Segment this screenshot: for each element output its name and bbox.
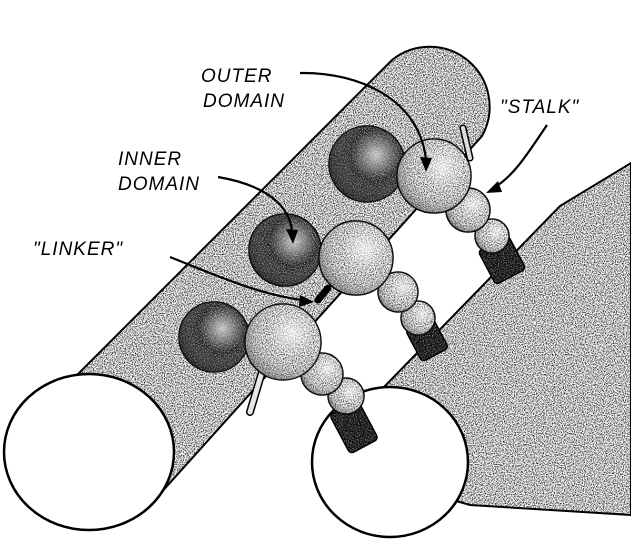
- left-microtubule-end: [4, 374, 174, 530]
- outer-domain-label-line1: OUTER: [201, 66, 273, 87]
- inner-domain-label-line2: DOMAIN: [118, 174, 200, 195]
- outer-domain-label-line2: DOMAIN: [203, 91, 285, 112]
- inner-domain-label-line1: INNER: [118, 149, 182, 170]
- stalk-label: "STALK": [500, 97, 580, 118]
- linker-label: "LINKER": [33, 239, 123, 260]
- stalk-leader: [495, 125, 547, 187]
